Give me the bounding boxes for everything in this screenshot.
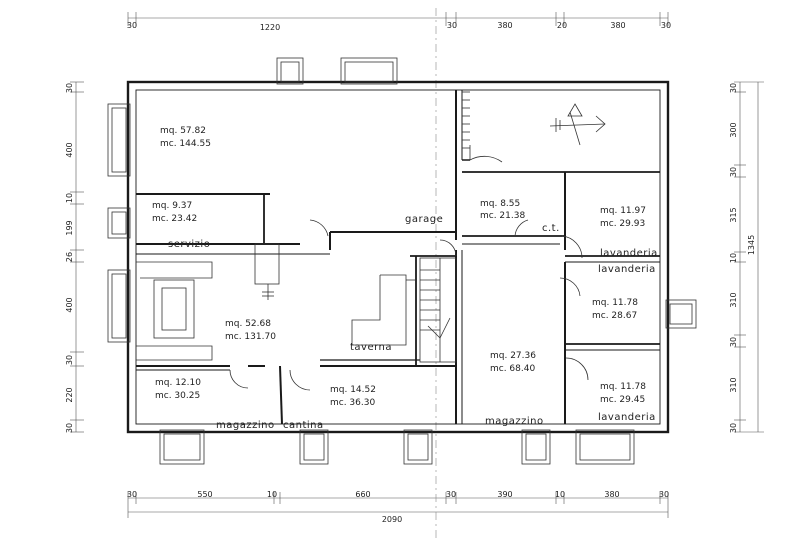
right-dim-1: 30: [729, 83, 738, 93]
magazzino-left-area-mc: mc. 30.25: [155, 391, 200, 401]
windows: [107, 57, 697, 465]
bottom-dim-9: 30: [659, 490, 669, 499]
room-garage-main: mq. 57.82 mc. 144.55: [160, 126, 211, 149]
bottom-dim-total: 2090: [382, 515, 402, 524]
label-servizio: servizio: [168, 239, 210, 250]
left-dim-7: 30: [65, 355, 74, 365]
right-dim-7: 30: [729, 337, 738, 347]
bottom-dim-4: 660: [355, 490, 370, 499]
right-dim-6: 310: [729, 292, 738, 307]
label-ct: c.t.: [542, 223, 560, 234]
room-lavanderia-3: mq. 11.78 mc. 29.45: [600, 382, 646, 405]
left-dim-9: 30: [65, 423, 74, 433]
bottom-dimension-line: 30 550 10 660 30 390 10 380 30 2090: [127, 490, 669, 524]
room-taverna: mq. 52.68 mc. 131.70: [225, 319, 276, 342]
cantina-area-mq: mq. 14.52: [330, 385, 376, 395]
right-dim-9: 30: [729, 423, 738, 433]
staircase: [419, 257, 457, 363]
lav3-area-mc: mc. 29.45: [600, 395, 645, 405]
room-magazzino-left: mq. 12.10 mc. 30.25: [155, 378, 201, 401]
bottom-dim-2: 550: [197, 490, 212, 499]
right-dim-8: 310: [729, 377, 738, 392]
label-taverna: taverna: [350, 342, 392, 353]
left-dim-4: 199: [65, 220, 74, 235]
lav3-area-mq: mq. 11.78: [600, 382, 646, 392]
ct-area-mc: mc. 21.38: [480, 211, 525, 221]
left-dim-1: 30: [65, 83, 74, 93]
lav1-area-mq: mq. 11.97: [600, 206, 646, 216]
left-dim-3: 10: [65, 193, 74, 203]
top-dim-3: 30: [447, 21, 457, 30]
right-dim-4: 315: [729, 207, 738, 222]
magazzino-left-area-mq: mq. 12.10: [155, 378, 201, 388]
cantina-area-mc: mc. 36.30: [330, 398, 375, 408]
central-column: [254, 243, 280, 300]
bottom-dim-5: 30: [446, 490, 456, 499]
room-servizio: mq. 9.37 mc. 23.42: [152, 201, 197, 224]
top-dim-4: 380: [497, 21, 512, 30]
top-dim-5: 20: [557, 21, 567, 30]
label-lavanderia-1: lavanderia: [600, 248, 658, 259]
top-dim-6: 380: [610, 21, 625, 30]
lav1-area-mc: mc. 29.93: [600, 219, 645, 229]
label-lavanderia-3: lavanderia: [598, 412, 656, 423]
top-dim-2: 1220: [260, 23, 280, 32]
label-magazzino-1: magazzino: [216, 420, 275, 431]
taverna-area-mc: mc. 131.70: [225, 332, 276, 342]
top-dimension-line: 30 1220 30 380 20 380 30: [127, 12, 671, 32]
label-cantina: cantina: [283, 420, 324, 431]
servizio-area-mq: mq. 9.37: [152, 201, 192, 211]
label-lavanderia-2: lavanderia: [598, 264, 656, 275]
room-lavanderia-2: mq. 11.78 mc. 28.67: [592, 298, 638, 321]
ramp-arrow: [549, 103, 606, 146]
left-dimension-line: 30 400 10 199 26 400 30 220 30: [65, 81, 84, 433]
right-dim-total: 1345: [747, 235, 756, 255]
room-magazzino-right: mq. 27.36 mc. 68.40: [490, 351, 536, 374]
room-cantina: mq. 14.52 mc. 36.30: [330, 385, 376, 408]
bottom-dim-8: 380: [604, 490, 619, 499]
garage-area-mq: mq. 57.82: [160, 126, 206, 136]
top-dim-1: 30: [127, 21, 137, 30]
walls: [126, 80, 670, 434]
right-dimension-line: 30 300 30 315 10 310 30 310 30 1345: [729, 81, 764, 433]
lav2-area-mc: mc. 28.67: [592, 311, 637, 321]
room-lavanderia-1: mq. 11.97 mc. 29.93: [600, 206, 646, 229]
lav2-area-mq: mq. 11.78: [592, 298, 638, 308]
magazzino-right-area-mq: mq. 27.36: [490, 351, 536, 361]
bottom-dim-6: 390: [497, 490, 512, 499]
right-dim-3: 30: [729, 167, 738, 177]
left-dim-2: 400: [65, 142, 74, 157]
bottom-dim-1: 30: [127, 490, 137, 499]
bar-counter: [351, 274, 416, 346]
label-garage: garage: [405, 214, 443, 225]
right-dim-2: 300: [729, 122, 738, 137]
garage-step: [462, 91, 470, 149]
garage-area-mc: mc. 144.55: [160, 139, 211, 149]
label-magazzino-2: magazzino: [485, 416, 544, 427]
taverna-area-mq: mq. 52.68: [225, 319, 271, 329]
left-dim-8: 220: [65, 387, 74, 402]
door-swings: [229, 145, 589, 391]
servizio-area-mc: mc. 23.42: [152, 214, 197, 224]
top-dim-7: 30: [661, 21, 671, 30]
left-dim-5: 26: [65, 252, 74, 262]
room-ct: mq. 8.55 mc. 21.38: [480, 199, 525, 221]
bottom-dim-3: 10: [267, 490, 277, 499]
magazzino-right-area-mc: mc. 68.40: [490, 364, 535, 374]
bottom-dim-7: 10: [555, 490, 565, 499]
left-dim-6: 400: [65, 297, 74, 312]
ct-area-mq: mq. 8.55: [480, 199, 520, 209]
right-dim-5: 10: [729, 253, 738, 263]
